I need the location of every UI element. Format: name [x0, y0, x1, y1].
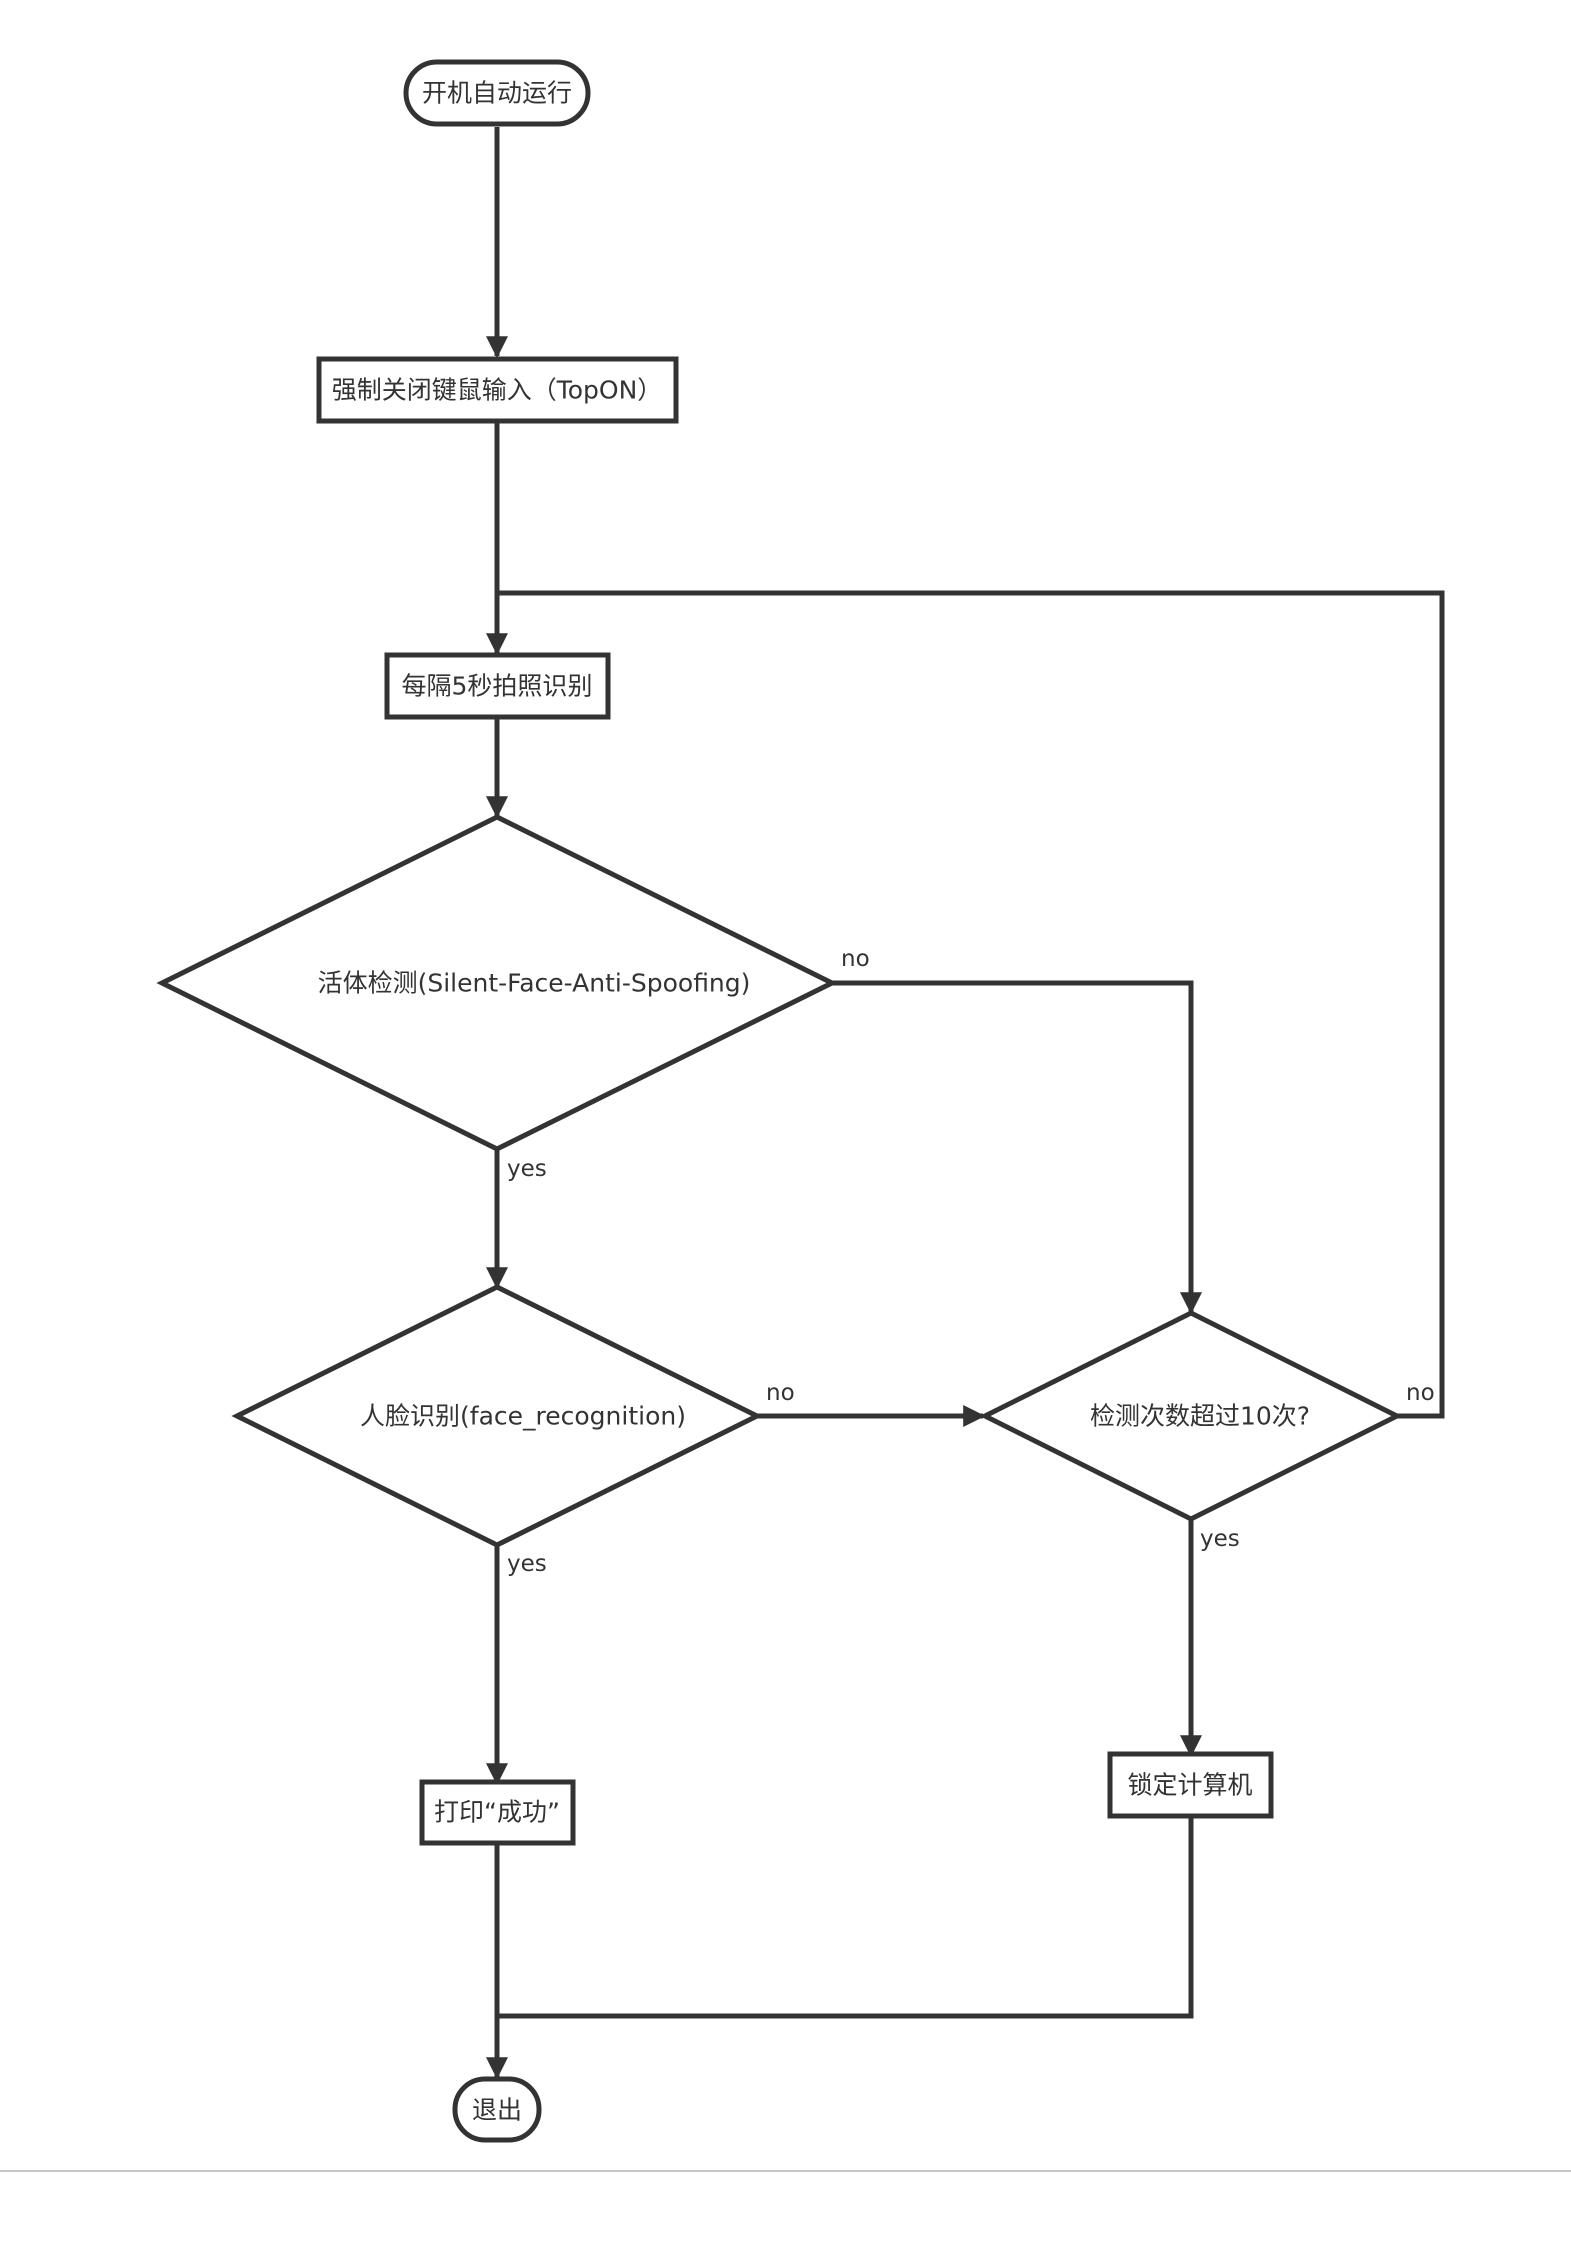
- node-print-success: 打印“成功”: [419, 1779, 576, 1846]
- label-face-no: no: [766, 1380, 795, 1406]
- node-disable-input: 强制关闭键鼠输入（TopON）: [316, 356, 679, 424]
- label-count-no: no: [1406, 1380, 1435, 1406]
- node-capture-label: 每隔5秒拍照识别: [402, 672, 593, 701]
- edge-count-no-loop-to-capture: [497, 590, 1445, 1419]
- node-lock-label: 锁定计算机: [1127, 1771, 1252, 1800]
- edge-liveness-no-to-count-check: [832, 980, 1203, 1315]
- node-capture: 每隔5秒拍照识别: [384, 652, 611, 720]
- node-disable-input-label: 强制关闭键鼠输入（TopON）: [332, 376, 663, 405]
- node-liveness-label: 活体检测(Silent-Face-Anti-Spoofing): [318, 969, 751, 998]
- label-liveness-no: no: [841, 946, 870, 972]
- label-liveness-yes: yes: [507, 1156, 547, 1182]
- node-exit-label: 退出: [472, 2096, 522, 2125]
- node-lock: 锁定计算机: [1107, 1751, 1274, 1819]
- node-start: 开机自动运行: [403, 59, 591, 127]
- node-print-success-label: 打印“成功”: [434, 1798, 560, 1827]
- page-divider: [0, 2170, 1571, 2172]
- node-face-recognition-label: 人脸识别(face_recognition): [360, 1402, 686, 1431]
- edge-lock-to-exit: [497, 1817, 1194, 2019]
- node-liveness: 活体检测(Silent-Face-Anti-Spoofing): [156, 814, 838, 1152]
- node-count-check: 检测次数超过10次?: [979, 1310, 1403, 1522]
- label-count-yes: yes: [1200, 1526, 1240, 1552]
- node-start-label: 开机自动运行: [422, 79, 572, 108]
- node-exit: 退出: [452, 2076, 542, 2143]
- label-face-yes: yes: [507, 1551, 547, 1577]
- node-count-check-label: 检测次数超过10次?: [1090, 1402, 1310, 1431]
- node-face-recognition: 人脸识别(face_recognition): [231, 1284, 763, 1548]
